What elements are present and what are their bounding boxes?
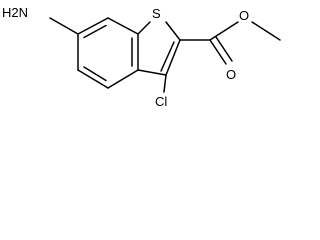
double-bond-carbonyl-o [215,36,233,62]
double-bond-c6-c7 [83,24,107,39]
double-bond-c2-c3 [160,41,175,72]
bond-ester-o-methyl [251,21,281,41]
bond-c7a-s [137,21,151,35]
bond-carbonyl-ester-o [209,21,239,41]
sulfur-label: S [152,6,161,21]
carbonyl-oxygen-label: O [226,67,236,82]
bond-c4-c5 [77,69,109,89]
thiophene-ring [137,21,181,76]
bond-c6-nh2 [49,17,79,35]
bond-c6-c7 [77,17,109,35]
molecule-structure: H2N S Cl O O [2,5,281,109]
bond-c2-c3 [165,39,181,76]
benzene-ring [77,17,139,89]
bond-c7-c7a [107,17,139,35]
bond-s-c2 [165,21,181,41]
double-bond-c4-c5 [83,66,107,82]
ester-oxygen-label: O [239,8,249,23]
methyl-ester [179,21,281,65]
bond-carbonyl-o [209,39,227,65]
amine-label: H2N [2,5,28,20]
bond-c3-cl [163,74,167,93]
bond-c3-c3a [137,69,167,76]
chlorine-label: Cl [155,94,167,109]
bond-c3a-c4 [107,69,139,89]
